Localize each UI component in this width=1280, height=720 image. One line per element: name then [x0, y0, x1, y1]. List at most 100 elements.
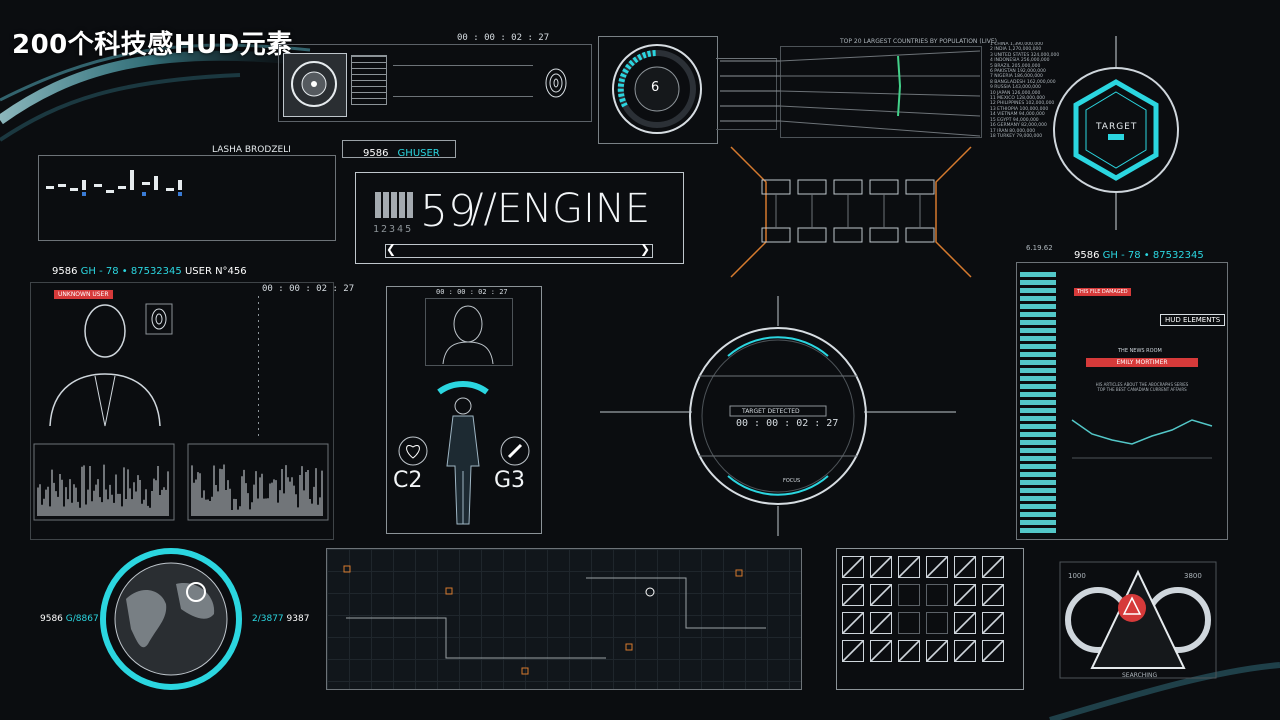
grid-map: [326, 548, 802, 690]
target-hexagon: [1053, 36, 1179, 230]
top-control-panel: 00 : 00 : 02 : 27: [278, 33, 592, 122]
right-header-code: 9586: [1074, 250, 1100, 261]
population-country-item: 7 NIGERIA 186,000,000: [990, 74, 1043, 80]
tile[interactable]: [954, 640, 976, 662]
globe-widget: [100, 548, 242, 690]
user-fingerprint-icon: [145, 303, 173, 335]
profile-user-code: 9586: [363, 148, 389, 159]
population-country-item: 1 CHINA 1,390,000,000: [990, 42, 1043, 47]
tile[interactable]: [870, 640, 892, 662]
top-timer: 00 : 00 : 02 : 27: [457, 33, 550, 43]
warning-left-value: 1000: [1068, 572, 1086, 580]
user-timer: 00 : 00 : 02 : 27: [262, 284, 355, 294]
tile[interactable]: [870, 556, 892, 578]
population-country-item: 16 GERMANY 82,000,000: [990, 123, 1047, 129]
tile[interactable]: [926, 612, 948, 634]
population-lines: [720, 50, 981, 137]
heart-icon: [398, 436, 428, 466]
body-scan-panel: [386, 286, 542, 534]
tile[interactable]: [870, 584, 892, 606]
engine-bottom-bar[interactable]: [385, 244, 653, 258]
tile[interactable]: [926, 556, 948, 578]
tile[interactable]: [926, 640, 948, 662]
tile[interactable]: [870, 612, 892, 634]
hud-elements-button[interactable]: HUD ELEMENTS: [1160, 314, 1226, 326]
targeting-reticle: [600, 296, 956, 536]
population-country-item: 11 MEXICO 128,000,000: [990, 96, 1046, 102]
target-focus: FOCUS: [783, 478, 801, 484]
engine-left-arrow-icon[interactable]: ❮: [386, 242, 397, 256]
speed-gauge-frame: [598, 36, 718, 144]
engine-label: //ENGINE: [470, 186, 651, 232]
tile[interactable]: [842, 612, 864, 634]
globe-left-code: 9586: [40, 614, 63, 624]
profile-name: LASHA BRODZELI: [212, 145, 291, 155]
globe-right-cyan: 2/3877: [252, 614, 284, 624]
engine-digits: 12345: [373, 224, 414, 235]
target-label: TARGET: [1096, 122, 1138, 132]
tile[interactable]: [898, 640, 920, 662]
engine-icon-grid: [375, 192, 413, 218]
tile[interactable]: [954, 612, 976, 634]
tile[interactable]: [954, 556, 976, 578]
tile[interactable]: [842, 640, 864, 662]
user-waveform-right: [187, 443, 329, 521]
alert-badge: THIS FILE DAMAGED: [1074, 288, 1131, 296]
tile[interactable]: [982, 640, 1004, 662]
tile-grid-frame: [836, 548, 1024, 690]
population-title: TOP 20 LARGEST COUNTRIES BY POPULATION (…: [840, 38, 998, 45]
news-head: THE NEWS ROOM: [1118, 348, 1162, 354]
user-panel-frame: [30, 282, 334, 540]
page-title: 200个科技感HUD元素: [12, 30, 293, 60]
unknown-user-badge: UNKNOWN USER: [54, 290, 113, 299]
population-country-item: 17 IRAN 80,000,000: [990, 128, 1036, 134]
population-country-item: 15 EGYPT 94,000,000: [990, 117, 1039, 123]
population-country-item: 12 PHILIPPINES 102,000,000: [990, 101, 1055, 107]
tile[interactable]: [982, 584, 1004, 606]
warning-right-value: 3800: [1184, 572, 1202, 580]
user-waveform-left: [33, 443, 175, 521]
tile[interactable]: [842, 556, 864, 578]
target-status: TARGET DETECTED: [742, 408, 800, 415]
right-panel-frame: [1016, 262, 1228, 540]
tile[interactable]: [926, 584, 948, 606]
globe-left-cyan: G/8867: [65, 614, 99, 624]
engine-right-arrow-icon[interactable]: ❯: [640, 242, 651, 256]
engine-number: 59: [420, 186, 476, 237]
population-country-item: 5 BRAZIL 205,000,000: [990, 63, 1041, 69]
engine-panel: [355, 172, 684, 264]
right-panel-header: 9586 GH - 78 • 87532345: [1074, 250, 1204, 261]
globe-right-code: 9387: [286, 614, 310, 624]
gauge-value: 6: [651, 80, 660, 95]
population-country-item: 13 ETHIOPIA 100,000,000: [990, 106, 1049, 112]
right-panel-version: 6.19.62: [1026, 244, 1053, 252]
tile[interactable]: [982, 612, 1004, 634]
body-code-left: C2: [393, 468, 423, 493]
body-figure-icon: [437, 381, 489, 525]
tile[interactable]: [982, 556, 1004, 578]
profile-user-tag: GHUSER: [397, 148, 440, 159]
population-country-item: 10 JAPAN 126,000,000: [990, 90, 1041, 96]
profile-user-badge[interactable]: 9586 GHUSER: [342, 140, 456, 159]
head-scan-icon: [442, 305, 494, 365]
population-country-item: 4 INDONESIA 256,000,000: [990, 58, 1050, 64]
bone-icon: [500, 436, 530, 466]
body-code-right: G3: [494, 468, 526, 493]
tile[interactable]: [898, 584, 920, 606]
slider-bank[interactable]: [351, 55, 387, 105]
profile-panel: [38, 155, 336, 241]
user-panel-header: 9586 GH - 78 • 87532345 USER N°456: [52, 266, 247, 277]
gauge-connector: [716, 58, 777, 130]
news-name: EMILY MORTIMER: [1086, 358, 1198, 367]
tile[interactable]: [842, 584, 864, 606]
fingerprint-icon: [545, 68, 567, 98]
tile[interactable]: [898, 612, 920, 634]
person-silhouette-icon: [49, 304, 161, 427]
tile[interactable]: [954, 584, 976, 606]
warning-footer: SEARCHING: [1122, 672, 1158, 679]
news-body: HIS ARTICLES ABOUT THE ABOCRAPHS SERIES …: [1095, 382, 1189, 392]
tile[interactable]: [898, 556, 920, 578]
circuit-diagram: [730, 146, 972, 278]
population-country-item: 2 INDIA 1,270,000,000: [990, 47, 1042, 53]
